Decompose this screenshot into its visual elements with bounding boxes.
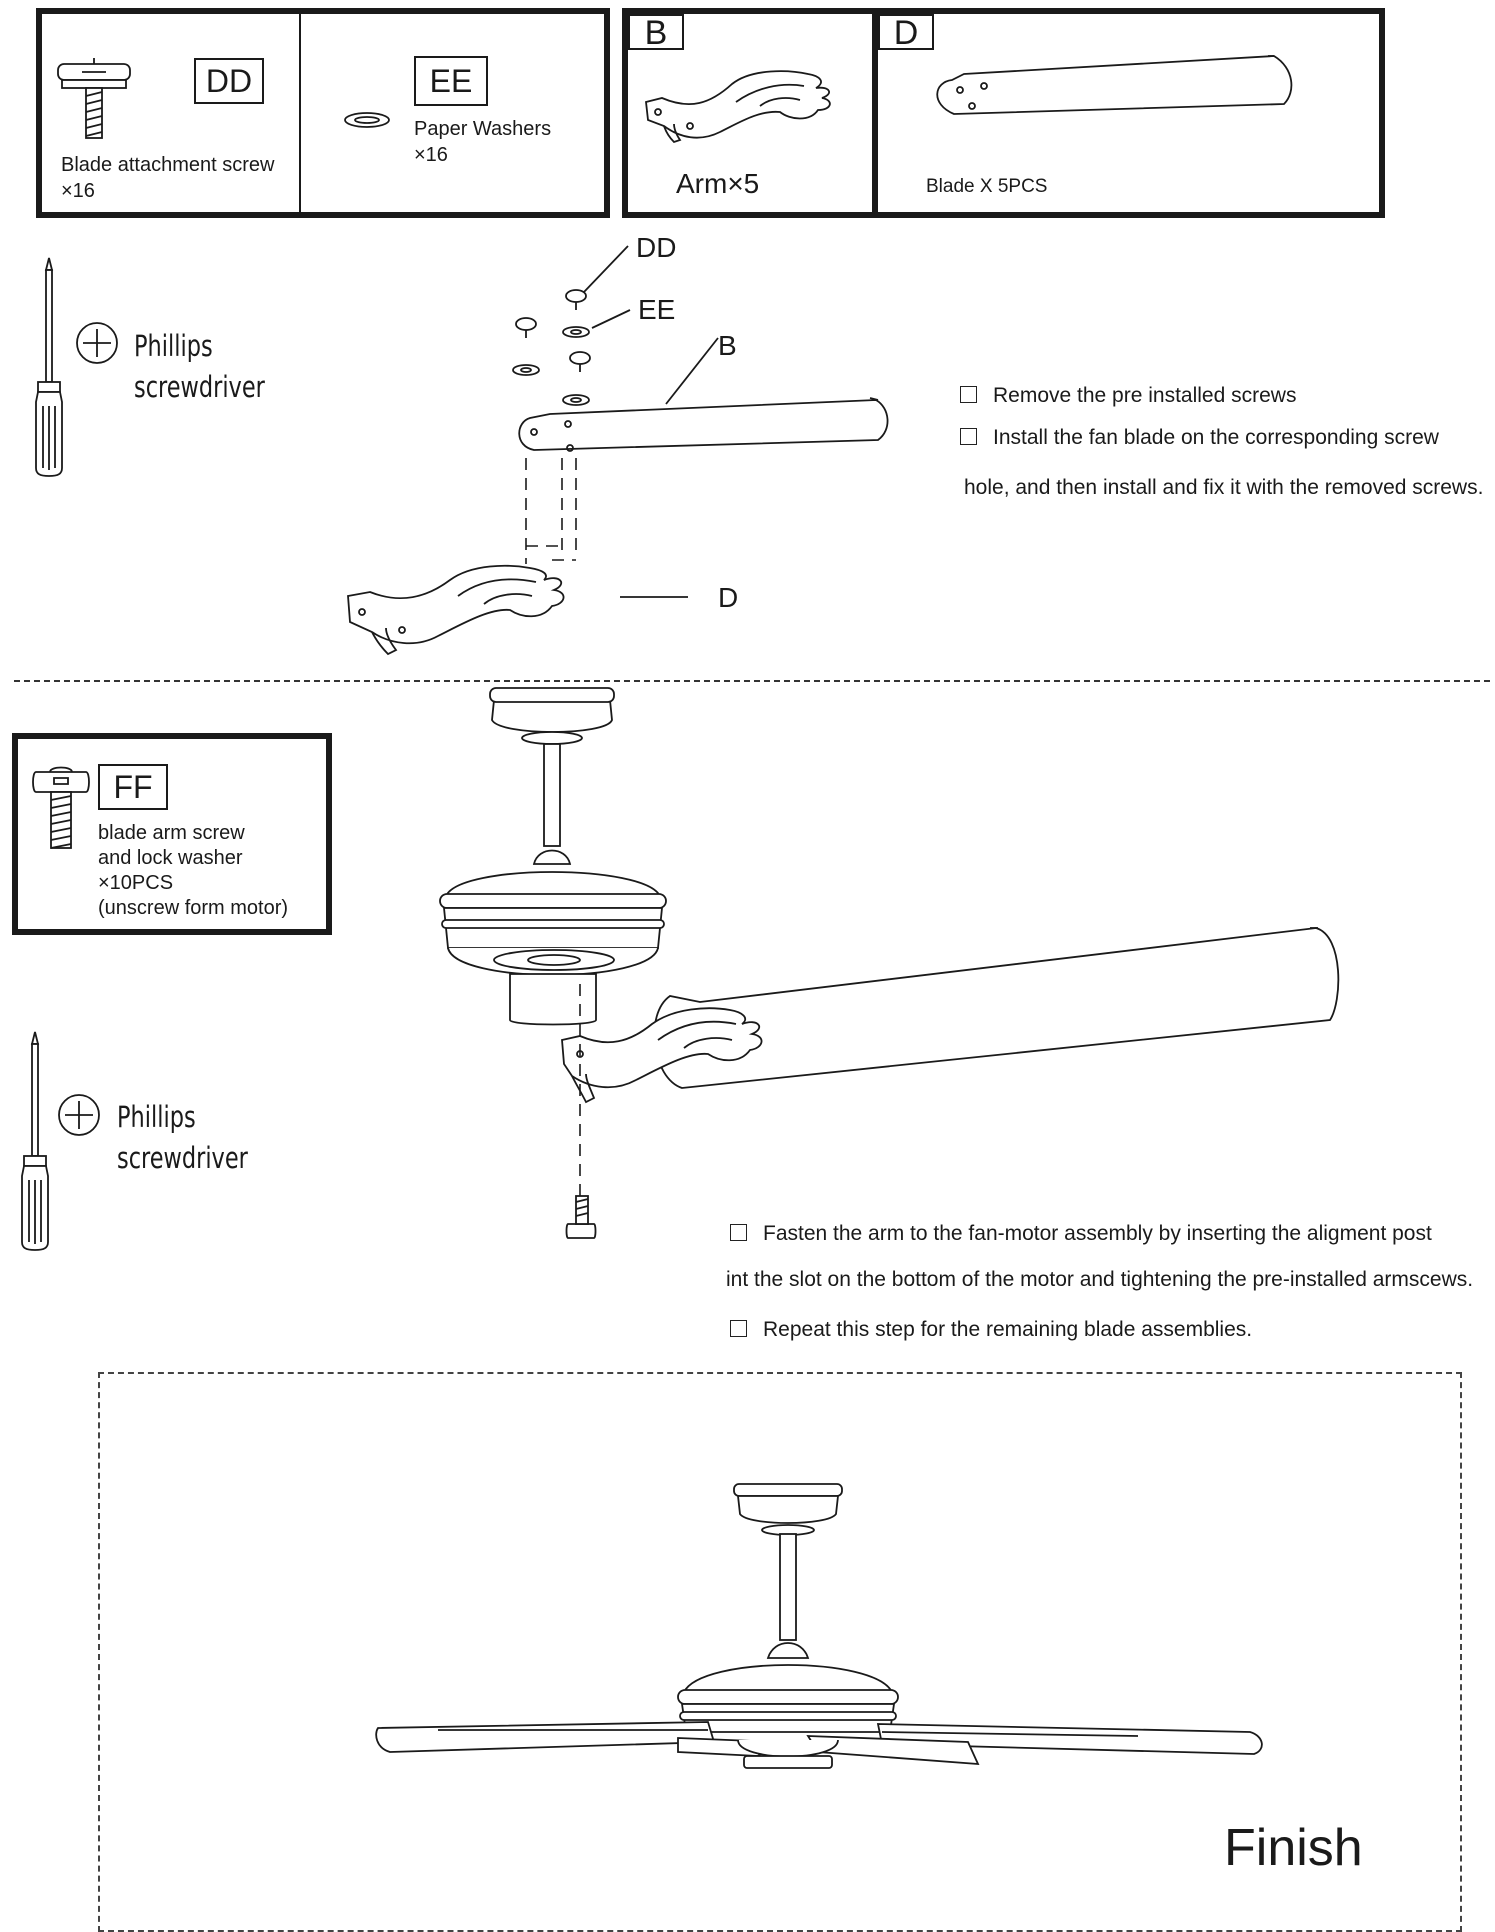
step2-item1-continued: int the slot on the bottom of the motor …: [726, 1268, 1474, 1291]
screw-ff: [565, 1195, 597, 1239]
phillips-symbol-icon: [76, 322, 118, 364]
step2-checkbox-1[interactable]: [730, 1224, 747, 1241]
screw-dd-top: [565, 289, 587, 310]
step1-item1: Remove the pre installed screws: [960, 384, 1296, 408]
callout-b: B: [718, 330, 737, 361]
step1-item2-continued: hole, and then install and fix it with t…: [964, 476, 1484, 499]
phillips-symbol-icon-2: [58, 1094, 100, 1136]
step1-checkbox-1[interactable]: [960, 386, 977, 403]
screwdriver-icon: [35, 257, 63, 477]
part-name-d: Blade X 5PCS: [926, 176, 1048, 197]
parts-box-components: [622, 8, 1385, 218]
step1-item2: Install the fan blade on the correspondi…: [960, 426, 1439, 450]
part-ff-line4: (unscrew form motor): [98, 897, 289, 919]
screw-right: [569, 351, 591, 372]
parts-box-divider-2: [872, 14, 878, 212]
part-name-b: Arm×5: [676, 168, 760, 199]
part-tag-b: B: [628, 14, 684, 50]
part-ff-line2: and lock washer: [98, 847, 243, 869]
paper-washer-icon: [344, 112, 390, 128]
step2-item1: Fasten the arm to the fan-motor assembly…: [730, 1222, 1432, 1246]
fan-arm-icon: [645, 70, 831, 144]
tool-label-line2: screwdriver: [134, 370, 265, 404]
part-ff-line1: blade arm screw: [98, 822, 245, 844]
callout-dd: DD: [636, 232, 677, 263]
callout-d: D: [718, 582, 739, 613]
part-name-dd: Blade attachment screw: [61, 154, 275, 176]
screw-left: [515, 317, 537, 338]
section-separator: [14, 680, 1490, 682]
step2-checkbox-2[interactable]: [730, 1320, 747, 1337]
parts-box-divider: [299, 14, 301, 212]
part-tag-dd: DD: [194, 58, 264, 104]
blade-arm-exploded-diagram: [347, 245, 889, 656]
tool-label-2-line2: screwdriver: [117, 1141, 248, 1175]
tool-label-2-line1: Phillips: [117, 1100, 196, 1134]
fan-blade-icon: [936, 55, 1293, 115]
part-ff-line3: ×10PCS: [98, 872, 174, 894]
step1-checkbox-2[interactable]: [960, 428, 977, 445]
part-tag-ff: FF: [98, 764, 168, 810]
part-tag-ee: EE: [414, 56, 488, 106]
part-name-ee: Paper Washers: [414, 118, 552, 140]
part-qty-dd: ×16: [61, 180, 95, 202]
motor-arm-assembly-diagram: [439, 687, 1340, 1239]
step2-item2: Repeat this step for the remaining blade…: [730, 1318, 1252, 1342]
assembled-fan-diagram: [375, 1483, 1263, 1769]
part-qty-ee: ×16: [414, 144, 448, 166]
blade-arm-screw-icon: [32, 766, 90, 849]
parts-box-hardware: [36, 8, 610, 218]
parts-box-ff: [12, 733, 332, 935]
screwdriver-icon-2: [21, 1031, 49, 1251]
callout-ee: EE: [638, 294, 676, 325]
blade-attachment-screw-icon: [57, 58, 131, 139]
finish-label: Finish: [1224, 1819, 1363, 1877]
tool-label-line1: Phillips: [134, 329, 213, 363]
part-tag-d: D: [878, 14, 934, 50]
